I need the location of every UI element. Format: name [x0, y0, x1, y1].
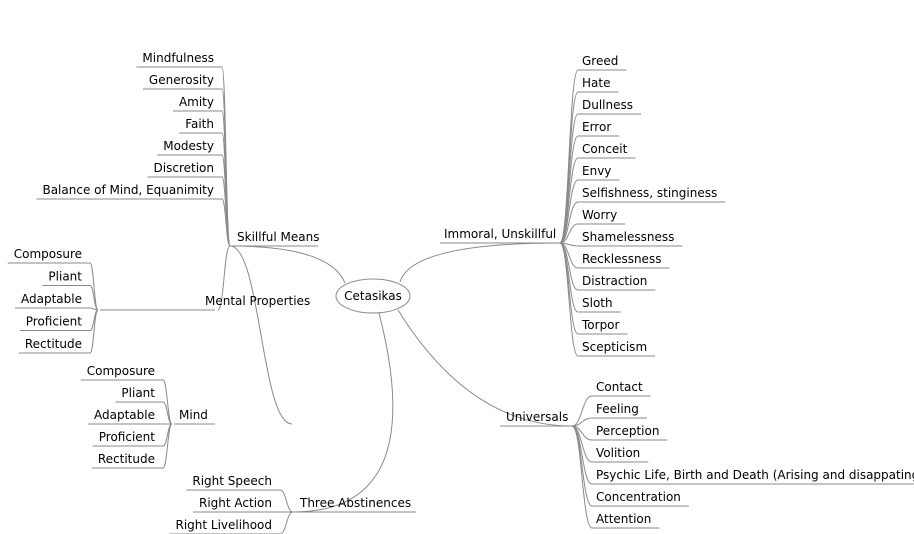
branch-mind[interactable]: Mind [179, 408, 208, 422]
mind-item-connector [162, 379, 173, 425]
universals-item-connector [571, 395, 593, 427]
universals-item[interactable]: Contact [596, 380, 643, 394]
mind-item[interactable]: Composure [87, 364, 155, 378]
mind-item-connector [162, 423, 173, 469]
connector-mind [229, 245, 293, 425]
immoral-item[interactable]: Torpor [581, 318, 620, 332]
immoral-item[interactable]: Recklessness [582, 252, 661, 266]
central-topic-ellipse [335, 278, 411, 314]
skillful-means-item[interactable]: Mindfulness [142, 51, 214, 65]
connector-universals [397, 309, 573, 427]
immoral-item-connector [559, 201, 579, 244]
connector-mental-properties [217, 245, 231, 311]
universals-item-connector [571, 425, 593, 507]
immoral-item[interactable]: Worry [582, 208, 617, 222]
universals-item[interactable]: Feeling [596, 402, 639, 416]
skillful-means-item[interactable]: Amity [179, 95, 214, 109]
mind-item[interactable]: Proficient [99, 430, 156, 444]
mental-properties-item-connector [89, 285, 99, 311]
mental-properties-item-connector [89, 309, 99, 354]
immoral-item[interactable]: Selfishness, stinginess [582, 186, 717, 200]
immoral-item[interactable]: Distraction [582, 274, 647, 288]
branch-three-abstinences[interactable]: Three Abstinences [299, 496, 411, 510]
mind-item[interactable]: Pliant [121, 386, 155, 400]
immoral-item-connector [559, 242, 579, 357]
connector-immoral [399, 242, 561, 283]
skillful-means-item[interactable]: Modesty [163, 139, 214, 153]
central-topic[interactable]: Cetasikas [335, 278, 411, 314]
three-abstinences-item[interactable]: Right Livelihood [176, 518, 273, 532]
universals-item[interactable]: Perception [596, 424, 659, 438]
immoral-item-connector [559, 179, 579, 244]
universals-item[interactable]: Volition [596, 446, 640, 460]
universals-item[interactable]: Attention [596, 512, 651, 526]
immoral-item[interactable]: Dullness [582, 98, 633, 112]
connector-lines [7, 66, 914, 534]
branch-skillful-means[interactable]: Skillful Means [237, 230, 320, 244]
immoral-item-connector [559, 223, 579, 244]
immoral-item[interactable]: Conceit [582, 142, 628, 156]
three-abstinences-item-connector [279, 511, 294, 534]
three-abstinences-item[interactable]: Right Action [199, 496, 272, 510]
connector-skillful-means [229, 245, 346, 284]
skillful-means-item[interactable]: Discretion [154, 161, 214, 175]
mental-properties-item[interactable]: Pliant [48, 270, 82, 284]
immoral-item[interactable]: Envy [582, 164, 611, 178]
mental-properties-item[interactable]: Proficient [26, 315, 83, 329]
branch-mental-properties[interactable]: Mental Properties [205, 294, 310, 308]
mind-item[interactable]: Adaptable [94, 408, 155, 422]
mental-properties-item[interactable]: Composure [14, 247, 82, 261]
three-abstinences-item[interactable]: Right Speech [192, 474, 272, 488]
topics: Skillful Means MindfulnessGenerosityAmity… [14, 51, 914, 532]
immoral-item[interactable]: Shamelessness [582, 230, 674, 244]
connector-three-abstinences [292, 312, 394, 513]
branch-universals[interactable]: Universals [506, 410, 568, 424]
branch-immoral[interactable]: Immoral, Unskillful [444, 227, 556, 241]
immoral-item[interactable]: Sloth [582, 296, 613, 310]
skillful-means-item-connector [221, 198, 231, 247]
universals-item[interactable]: Concentration [596, 490, 681, 504]
immoral-item[interactable]: Greed [582, 54, 618, 68]
immoral-item[interactable]: Hate [582, 76, 610, 90]
central-topic-label: Cetasikas [344, 289, 402, 303]
mind-item[interactable]: Rectitude [98, 452, 155, 466]
mental-properties-item[interactable]: Adaptable [21, 292, 82, 306]
immoral-item[interactable]: Scepticism [582, 340, 647, 354]
universals-item-connector [571, 425, 593, 529]
skillful-means-item[interactable]: Balance of Mind, Equanimity [42, 183, 214, 197]
mental-properties-item[interactable]: Rectitude [25, 337, 82, 351]
three-abstinences-item-connector [279, 489, 294, 513]
skillful-means-item[interactable]: Generosity [149, 73, 214, 87]
universals-item[interactable]: Psychic Life, Birth and Death (Arising a… [596, 468, 914, 482]
mind-item-connector [162, 401, 173, 425]
immoral-item[interactable]: Error [582, 120, 611, 134]
skillful-means-item[interactable]: Faith [185, 117, 214, 131]
